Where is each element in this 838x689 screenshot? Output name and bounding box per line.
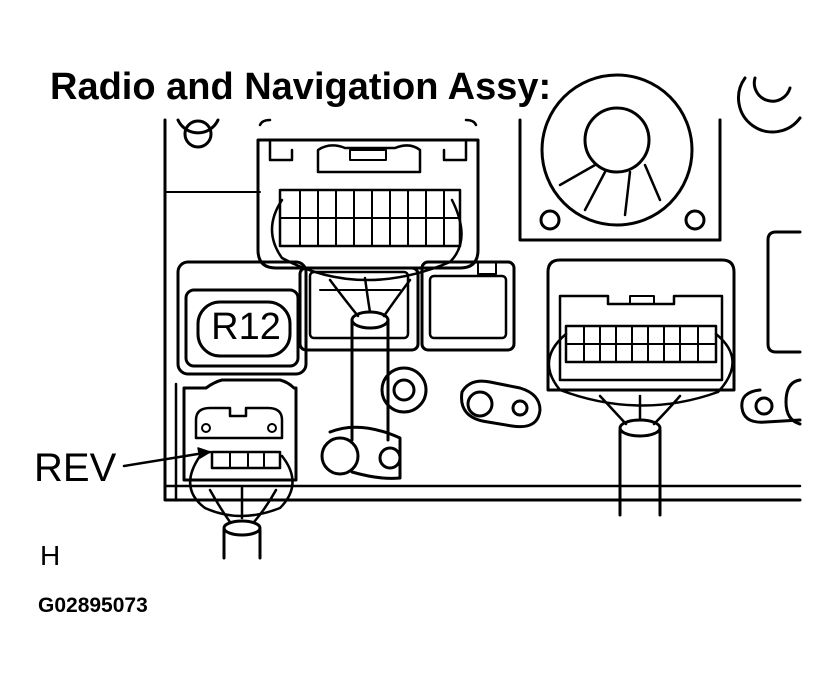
- screw-boss-top-right: [739, 78, 800, 132]
- diagram-title: Radio and Navigation Assy:: [50, 66, 552, 108]
- mounting-lug-right: [742, 380, 800, 424]
- figure-code: G02895073: [38, 594, 148, 617]
- rev-callout-label: REV: [34, 446, 117, 490]
- connector-mid-left: [300, 268, 418, 350]
- screw-boss-top-left: [178, 120, 218, 147]
- connector-right-large: [548, 260, 734, 406]
- housing-outline: [165, 120, 800, 500]
- connector-mid-right: [422, 262, 514, 350]
- connector-rev: [176, 380, 296, 516]
- wire-harness-right: [600, 396, 680, 515]
- corner-mark: H: [40, 540, 61, 571]
- rev-leader-arrowhead: [198, 448, 210, 458]
- side-bracket: [768, 232, 800, 352]
- harness-clamp: [322, 427, 400, 478]
- wire-harness-rev: [210, 488, 276, 558]
- wire-harness-top: [330, 278, 426, 440]
- cooling-fan: [520, 75, 720, 240]
- mounting-lug-center: [462, 381, 540, 427]
- connector-top-large: [258, 120, 478, 280]
- rev-leader-line: [124, 452, 210, 466]
- connector-badge-r12: R12: [211, 306, 281, 348]
- connector-r12-housing: [178, 262, 306, 374]
